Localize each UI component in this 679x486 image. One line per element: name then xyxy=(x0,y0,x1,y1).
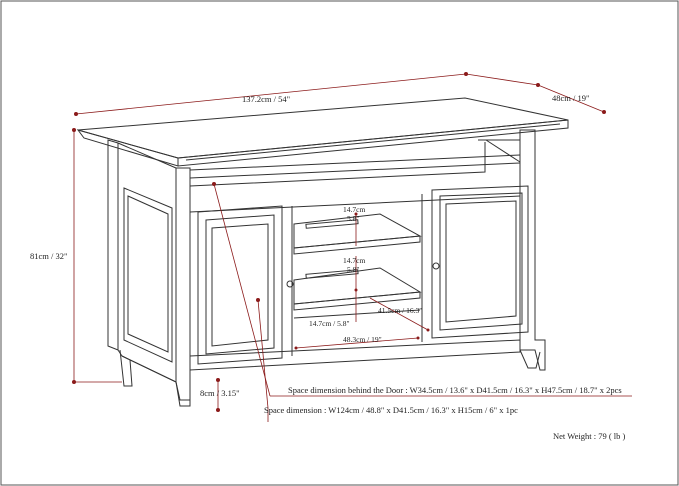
left-back-leg xyxy=(119,349,133,387)
open-space-note: Space dimension : W124cm / 48.8" x D41.5… xyxy=(264,405,518,415)
cable-slot-lower xyxy=(305,269,359,279)
right-leg xyxy=(519,349,541,369)
height-label: 81cm / 32" xyxy=(30,251,68,261)
width-label: 137.2cm / 54" xyxy=(242,94,291,104)
top-surface xyxy=(77,97,569,159)
left-side-panel xyxy=(123,187,173,363)
left-back-post xyxy=(107,139,119,351)
center-width-label: 48.3cm / 19" xyxy=(343,335,382,344)
shelf-depth-label: 41.5cm / 16.3" xyxy=(378,306,423,315)
depth-label: 48cm / 19" xyxy=(552,93,590,103)
net-weight: Net Weight : 79 ( lb ) xyxy=(553,431,626,441)
top-left-edge xyxy=(76,129,179,167)
left-front-post xyxy=(175,167,191,401)
right-door-knob xyxy=(432,262,440,270)
left-front-leg xyxy=(175,380,191,407)
cable-slot-upper xyxy=(305,219,359,229)
upper-gap-label-in: 5.8" xyxy=(347,214,360,223)
top-front-edge xyxy=(177,119,569,167)
lower-gap-label-in: 5.8" xyxy=(347,265,360,274)
upper-gap-label-cm: 14.7cm xyxy=(343,205,366,214)
bottom-rail xyxy=(189,339,521,371)
leg-height-label: 8cm / 3.15" xyxy=(200,388,240,398)
door-space-note: Space dimension behind the Door : W34.5c… xyxy=(288,385,622,395)
dimension-points xyxy=(72,72,606,412)
right-front-post xyxy=(519,129,546,371)
lower-gap-label-cm: 14.7cm xyxy=(343,256,366,265)
dimension-lines xyxy=(73,73,632,422)
left-door xyxy=(197,205,283,365)
tv-stand xyxy=(76,97,569,407)
left-side xyxy=(117,142,177,383)
bottom-gap-label: 14.7cm / 5.8" xyxy=(309,319,350,328)
left-door-knob xyxy=(286,280,294,288)
